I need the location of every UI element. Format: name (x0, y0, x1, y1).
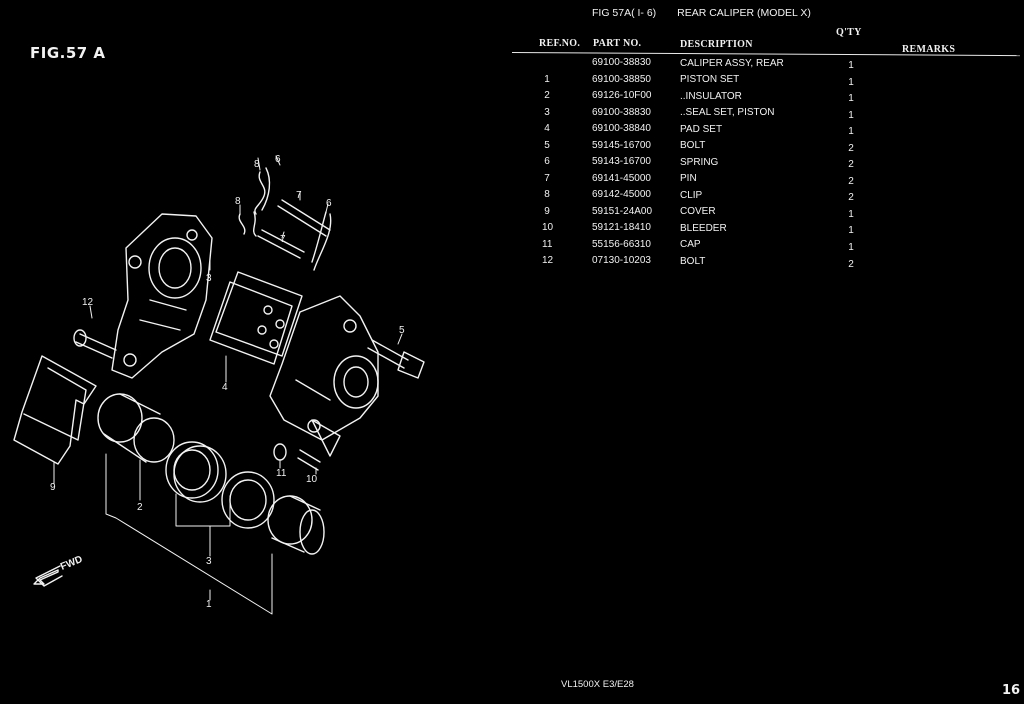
callout-9: 9 (50, 482, 56, 493)
ref-no-cell: 2 (544, 90, 550, 101)
qty-cell: 1 (848, 126, 854, 138)
callout-10: 10 (306, 474, 318, 485)
column-header-qty: Q'TY (836, 27, 862, 38)
ref-no-cell: 4 (544, 123, 550, 134)
part-no-cell: 69126-10F00 (592, 90, 652, 101)
callout-7: 7 (280, 234, 286, 245)
description-cell: COVER (680, 206, 716, 217)
callout-7: 7 (296, 190, 302, 201)
ref-no-cell: 10 (542, 222, 554, 233)
callout-11: 11 (276, 468, 287, 479)
part-no-cell: 69142-45000 (592, 189, 651, 200)
description-cell: PAD SET (680, 123, 723, 135)
bolt-12-drawing (73, 329, 117, 359)
table-row: 1 69100-38850 PISTON SET 1 (0, 73, 1024, 88)
description-cell: CALIPER ASSY, REAR (680, 57, 784, 69)
ref-no-cell: 5 (544, 139, 550, 151)
table-row: 69100-38830 CALIPER ASSY, REAR 1 (0, 57, 1024, 71)
qty-cell: 1 (848, 109, 854, 121)
qty-cell: 2 (848, 142, 854, 154)
part-no-cell: 59151-24A00 (592, 205, 653, 217)
callout-6: 6 (326, 198, 332, 209)
fwd-arrow-icon (33, 565, 63, 587)
qty-cell: 2 (848, 159, 854, 171)
description-cell: PIN (680, 173, 697, 184)
caliper-bracket-drawing (111, 213, 213, 379)
callout-3: 3 (206, 273, 212, 284)
description-cell: BLEEDER (680, 222, 727, 234)
figure-header: FIG 57A( I- 6) REAR CALIPER (MODEL X) (592, 7, 829, 19)
qty-cell: 1 (848, 208, 854, 220)
ref-no-cell: 3 (544, 106, 550, 118)
figure-label: FIG.57 A (30, 44, 106, 62)
description-cell: SPRING (680, 156, 719, 168)
fwd-label: FWD (59, 554, 84, 573)
part-no-cell: 69100-38850 (592, 73, 651, 85)
figure-title: REAR CALIPER (MODEL X) (677, 7, 811, 19)
column-header-remarks: REMARKS (902, 44, 956, 55)
callout-3: 3 (206, 556, 212, 567)
ref-no-cell: 9 (544, 205, 550, 217)
column-header-description: DESCRIPTION (680, 39, 753, 50)
callout-8: 8 (235, 196, 241, 207)
qty-cell: 2 (848, 175, 854, 187)
qty-cell: 1 (848, 76, 854, 88)
ref-no-cell: 1 (544, 73, 550, 85)
qty-cell: 1 (848, 225, 854, 237)
bleeder-cap-drawing (273, 419, 341, 471)
ref-no-cell: 12 (542, 255, 554, 266)
exploded-diagram: 8 6 8 7 6 7 3 12 4 5 9 2 11 10 3 1 FWD (13, 154, 425, 615)
diagram-callouts: 8 6 8 7 6 7 3 12 4 5 9 2 11 10 3 1 FWD (50, 154, 405, 610)
callout-8: 8 (254, 159, 260, 170)
footer-model: VL1500X E3/E28 (561, 679, 634, 690)
qty-cell: 2 (848, 192, 854, 204)
part-no-cell: 69141-45000 (592, 172, 651, 184)
cover-drawing (13, 355, 97, 465)
qty-cell: 2 (848, 258, 854, 270)
clips-springs-drawing (238, 167, 332, 271)
table-row: 4 69100-38840 PAD SET 1 (0, 123, 1024, 138)
figure-reference: FIG 57A( I- 6) (592, 7, 657, 19)
caliper-body-drawing (269, 295, 379, 441)
table-row: 3 69100-38830 ..SEAL SET, PISTON 1 (0, 106, 1024, 121)
callout-6: 6 (275, 154, 281, 165)
part-no-cell: 59145-16700 (592, 139, 651, 151)
ref-no-cell: 11 (542, 238, 553, 250)
callout-1: 1 (206, 599, 212, 610)
ref-no-cell: 7 (544, 172, 550, 184)
part-no-cell: 07130-10203 (592, 255, 651, 266)
callout-12: 12 (82, 297, 94, 308)
description-cell: ..INSULATOR (680, 90, 742, 102)
description-cell: BOLT (680, 140, 706, 151)
part-no-cell: 69100-38830 (592, 57, 651, 68)
column-header-part-no: PART NO. (593, 38, 642, 49)
description-cell: CAP (680, 239, 701, 250)
callout-5: 5 (399, 325, 405, 336)
qty-cell: 1 (848, 241, 854, 253)
qty-cell: 1 (848, 60, 854, 71)
description-cell: CLIP (680, 189, 703, 201)
part-no-cell: 69100-38830 (592, 106, 651, 118)
part-no-cell: 59121-18410 (592, 222, 651, 233)
page-number: 16 (1002, 683, 1021, 698)
part-no-cell: 69100-38840 (592, 123, 651, 134)
part-no-cell: 55156-66310 (592, 238, 651, 250)
callout-4: 4 (222, 382, 228, 393)
pins-drawing (257, 199, 331, 259)
ref-no-cell: 6 (544, 156, 550, 167)
bolt-5-drawing (367, 339, 425, 379)
qty-cell: 1 (848, 93, 854, 105)
description-cell: BOLT (680, 255, 706, 267)
pad-set-drawing (209, 271, 303, 365)
ref-no-cell: 8 (544, 189, 550, 200)
description-cell: PISTON SET (680, 74, 740, 85)
table-row: 2 69126-10F00 ..INSULATOR 1 (0, 90, 1024, 105)
column-header-ref-no: REF.NO. (539, 38, 581, 49)
callout-2: 2 (137, 502, 143, 513)
leader-lines (53, 155, 403, 615)
piston-set-drawing (97, 393, 325, 555)
description-cell: ..SEAL SET, PISTON (680, 107, 775, 118)
part-no-cell: 59143-16700 (592, 156, 651, 167)
